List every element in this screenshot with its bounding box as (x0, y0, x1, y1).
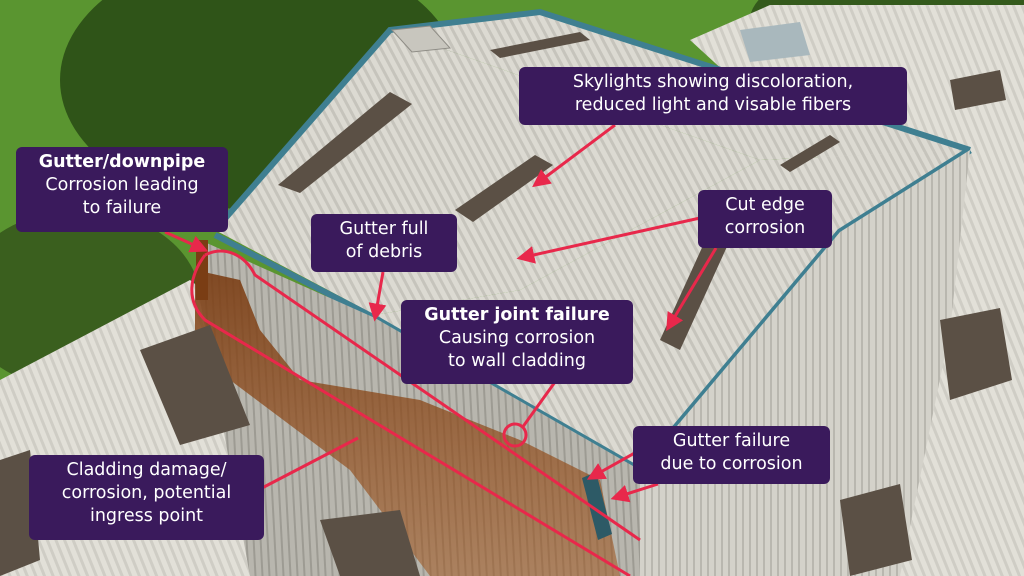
cut-edge-callout: Cut edge corrosion (698, 190, 832, 248)
cut-edge-arrow-2 (666, 247, 718, 332)
cut-edge-arrow-1 (516, 216, 701, 264)
skylight (490, 32, 590, 58)
skylight (780, 135, 840, 172)
cladding-damage-line1: Cladding damage/ (66, 460, 227, 480)
cladding-damage-callout: Cladding damage/ corrosion, potential in… (29, 455, 264, 540)
gutter-failure-arrow-1 (586, 448, 641, 480)
gutter-joint-line1: Causing corrosion (438, 328, 596, 348)
rust-stain (195, 270, 620, 576)
gutter-joint-callout: Gutter joint failure Causing corrosion t… (401, 300, 633, 384)
gutter-debris-arrow (368, 271, 387, 322)
cut-edge-line2: corrosion (724, 218, 806, 238)
skylights-callout-line2: reduced light and visable fibers (574, 95, 852, 115)
skylights-callout-line1: Skylights showing discoloration, (572, 72, 854, 92)
gutter-debris-callout: Gutter full of debris (311, 214, 457, 272)
cut-edge-line1: Cut edge (725, 195, 805, 215)
gutter-failure-line2: due to corrosion (660, 454, 803, 474)
skylight (455, 155, 553, 222)
gutter-debris-line1: Gutter full (339, 219, 429, 239)
gutter-debris-line2: of debris (345, 242, 423, 262)
cladding-damage-line3: ingress point (89, 506, 204, 526)
skylight (278, 92, 412, 193)
skylights-arrow (532, 123, 616, 188)
skylights-callout: Skylights showing discoloration, reduced… (519, 67, 907, 125)
skylight (940, 308, 1012, 400)
gutter-joint-marker (502, 422, 528, 448)
skylight (950, 70, 1006, 110)
gutter-downpipe-line1: Corrosion leading (45, 175, 199, 195)
gutter-bracket (582, 472, 612, 540)
gutter-joint-line2: to wall cladding (448, 351, 586, 371)
cladding-damage-outline (190, 254, 631, 576)
skylight (320, 510, 420, 576)
gutter-downpipe-callout: Gutter/downpipe Corrosion leading to fai… (16, 147, 228, 232)
skylight (140, 325, 250, 445)
skylight (840, 484, 912, 576)
gutter-joint-title: Gutter joint failure (424, 305, 610, 325)
cladding-damage-arrow (261, 436, 359, 490)
gutter-failure-arrow-2 (610, 482, 659, 503)
cladding-damage-outline (204, 249, 641, 542)
ridge-vent (390, 25, 452, 53)
gutter-failure-callout: Gutter failure due to corrosion (633, 426, 830, 484)
cladding-damage-line2: corrosion, potential (61, 483, 232, 503)
gutter-joint-arrow (520, 381, 557, 429)
roof-light-panel (740, 22, 810, 62)
gutter-downpipe-title: Gutter/downpipe (38, 152, 206, 172)
gutter-downpipe-line2: to failure (82, 198, 162, 218)
gutter-failure-line1: Gutter failure (672, 431, 791, 451)
gutter-downpipe-arrow (164, 230, 209, 253)
